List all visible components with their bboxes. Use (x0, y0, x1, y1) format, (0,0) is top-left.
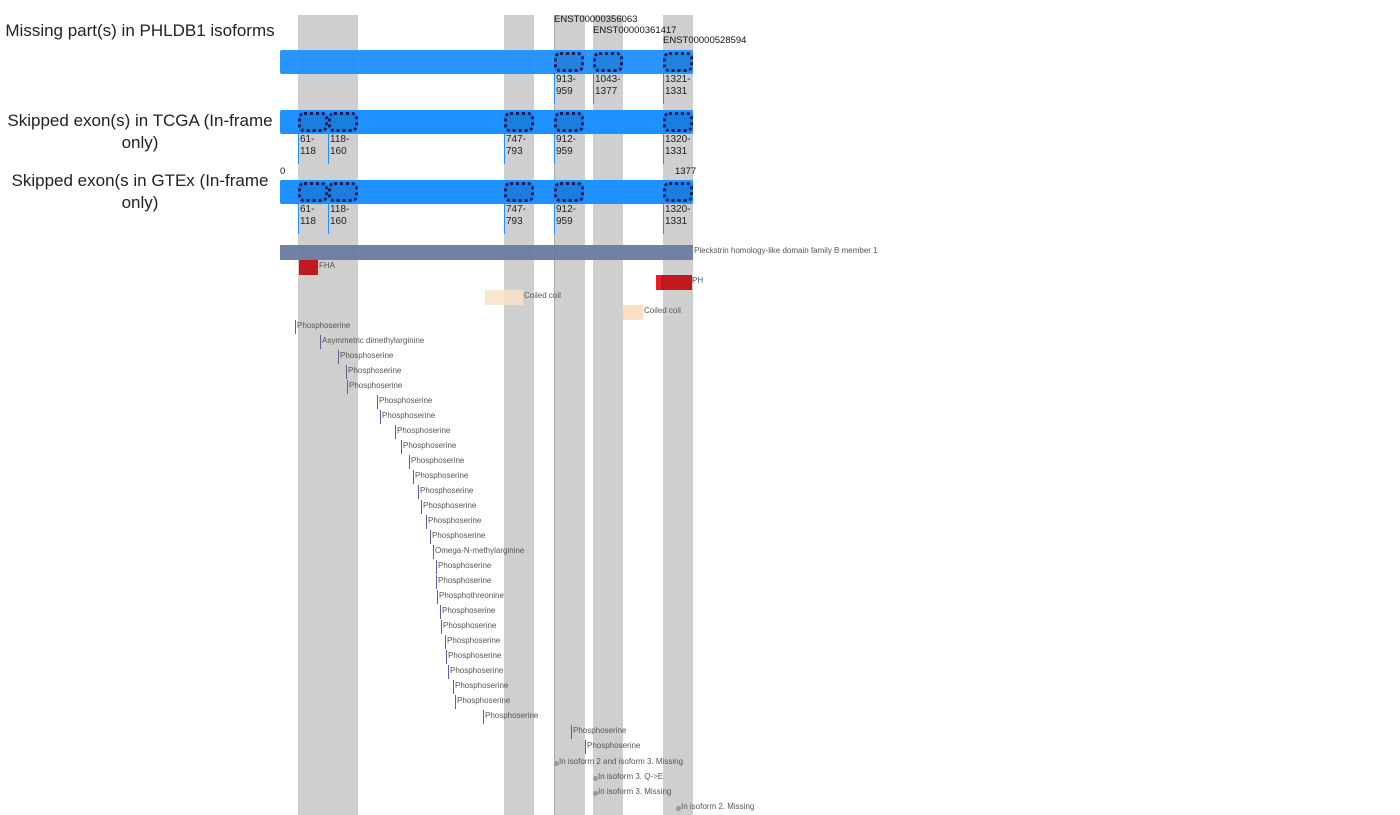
ptm-site: Phosphoserine (453, 680, 508, 694)
ptm-site: Phosphoserine (446, 650, 501, 664)
coiled-coil-region (485, 290, 523, 305)
ptm-site: Phosphoserine (338, 350, 393, 364)
ptm-site: Phosphoserine (421, 500, 476, 514)
skipped-region-box (663, 52, 693, 72)
ptm-site: Phosphoserine (426, 515, 481, 529)
skipped-region-box (504, 112, 534, 132)
highlight-column (663, 15, 693, 815)
protein-label: Pleckstrin homology-like domain family B… (694, 246, 878, 255)
ptm-site: Phosphoserine (377, 395, 432, 409)
ptm-site: Phosphoserine (441, 620, 496, 634)
range-label: 1043-1377 (593, 74, 623, 104)
coiled-coil-region (623, 305, 643, 320)
sequence-variant: In isoform 3. Q->E (593, 772, 663, 782)
protein-bar (280, 245, 693, 260)
range-label: 61-118 (298, 134, 328, 164)
skipped-region-box (504, 182, 534, 202)
axis-start: 0 (280, 166, 286, 177)
row-label-tcga: Skipped exon(s) in TCGA (In-frame only) (7, 111, 273, 152)
range-label: 1320-1331 (663, 204, 693, 234)
range-label: 61-118 (298, 204, 328, 234)
range-label: 118-160 (328, 204, 358, 234)
skipped-region-box (298, 112, 328, 132)
ptm-site: Phosphoserine (401, 440, 456, 454)
ptm-site: Phosphoserine (440, 605, 495, 619)
range-label: 118-160 (328, 134, 358, 164)
row-label-gtex: Skipped exon(s in GTEx (In-frame only) (11, 171, 269, 212)
axis-end: 1377 (675, 166, 697, 177)
isoform-bar (280, 50, 693, 74)
range-label: 912-959 (554, 134, 584, 164)
range-label: 747-793 (504, 204, 534, 234)
range-label: 747-793 (504, 134, 534, 164)
ptm-site: Phosphoserine (418, 485, 473, 499)
ptm-site: Phosphoserine (409, 455, 464, 469)
coiled-coil-label: Coiled coil (644, 306, 681, 315)
sequence-variant: In isoform 2 and isoform 3. Missing (554, 757, 683, 767)
ptm-site: Phosphoserine (483, 710, 538, 724)
ptm-site: Phosphoserine (448, 665, 503, 679)
ptm-site: Asymmetric dimethylarginine (320, 335, 424, 349)
highlight-column (593, 15, 623, 815)
range-label: 913-959 (554, 74, 584, 104)
skipped-region-box (298, 182, 328, 202)
skipped-region-box (663, 182, 693, 202)
ptm-site: Phosphoserine (413, 470, 468, 484)
ph-domain (656, 275, 692, 290)
range-label: 1321-1331 (663, 74, 693, 104)
ptm-site: Phosphoserine (395, 425, 450, 439)
highlight-column (554, 15, 585, 815)
ptm-site: Phosphoserine (436, 560, 491, 574)
coiled-coil-label: Coiled coil (524, 291, 561, 300)
highlight-column (504, 15, 534, 815)
fha-label: FHA (319, 261, 335, 270)
skipped-region-box (554, 112, 584, 132)
range-label: 1320-1331 (663, 134, 693, 164)
ptm-site: Phosphoserine (346, 365, 401, 379)
ptm-site: Phosphothreonine (437, 590, 504, 604)
sequence-variant: In isoform 2. Missing (676, 802, 754, 812)
ptm-site: Phosphoserine (585, 740, 640, 754)
fha-domain (299, 260, 318, 275)
ptm-site: Phosphoserine (430, 530, 485, 544)
transcript-label: ENST00000361417 (593, 25, 677, 36)
skipped-region-box (328, 112, 358, 132)
skipped-region-box (554, 182, 584, 202)
ptm-site: Phosphoserine (380, 410, 435, 424)
ptm-site: Phosphoserine (571, 725, 626, 739)
row-label-missing: Missing part(s) in PHLDB1 isoforms (5, 21, 275, 40)
transcript-label: ENST00000528594 (663, 35, 747, 46)
ptm-site: Phosphoserine (455, 695, 510, 709)
skipped-region-box (554, 52, 584, 72)
skipped-region-box (593, 52, 623, 72)
ptm-site: Phosphoserine (445, 635, 500, 649)
transcript-label: ENST00000356063 (554, 14, 638, 25)
ptm-site: Phosphoserine (347, 380, 402, 394)
skipped-region-box (328, 182, 358, 202)
ph-label: PH (692, 276, 704, 285)
ptm-site: Phosphoserine (436, 575, 491, 589)
ptm-site: Phosphoserine (295, 320, 350, 334)
ptm-site: Omega-N-methylarginine (433, 545, 524, 559)
sequence-variant: In isoform 3. Missing (593, 787, 671, 797)
skipped-region-box (663, 112, 693, 132)
range-label: 912-959 (554, 204, 584, 234)
